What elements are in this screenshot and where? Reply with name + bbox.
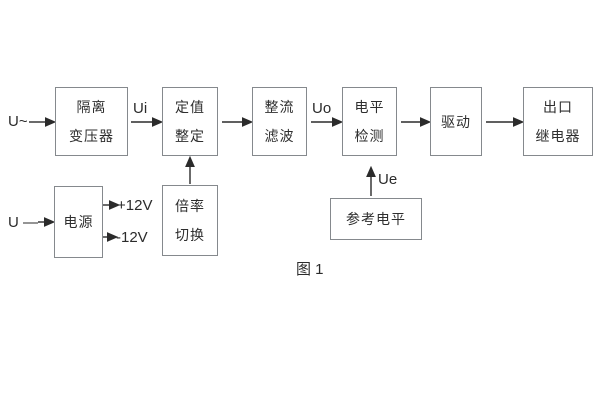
block-label: 检测 [355,126,385,146]
block-label: 驱动 [441,112,471,132]
block-label: 电源 [64,212,94,232]
block-label: 隔离 [77,97,107,117]
block-label: 参考电平 [346,209,406,229]
figure-caption: 图 1 [296,262,324,277]
dc-input-label: U — [8,215,38,230]
block-setting-adjust: 定值 整定 [162,87,218,156]
block-isolation-transformer: 隔离 变压器 [55,87,128,156]
signal-ue-label: Ue [378,172,397,187]
rail-minus12v-label: -12V [116,230,148,245]
block-label: 整定 [175,126,205,146]
block-reference-level: 参考电平 [330,198,422,240]
rail-plus12v-label: +12V [117,198,152,213]
block-level-detect: 电平 检测 [342,87,397,156]
block-label: 变压器 [69,126,114,146]
ac-input-label: U~ [8,114,28,129]
block-label: 整流 [265,97,295,117]
block-label: 出口 [543,97,573,117]
block-label: 定值 [175,97,205,117]
block-rectifier-filter: 整流 滤波 [252,87,307,156]
signal-uo-label: Uo [312,101,331,116]
block-label: 电平 [355,97,385,117]
block-ratio-switch: 倍率 切换 [162,185,218,256]
block-driver: 驱动 [430,87,482,156]
block-power-supply: 电源 [54,186,103,258]
block-label: 继电器 [536,126,581,146]
signal-ui-label: Ui [133,101,147,116]
block-label: 倍率 [175,196,205,216]
block-label: 切换 [175,225,205,245]
block-output-relay: 出口 继电器 [523,87,593,156]
block-label: 滤波 [265,126,295,146]
